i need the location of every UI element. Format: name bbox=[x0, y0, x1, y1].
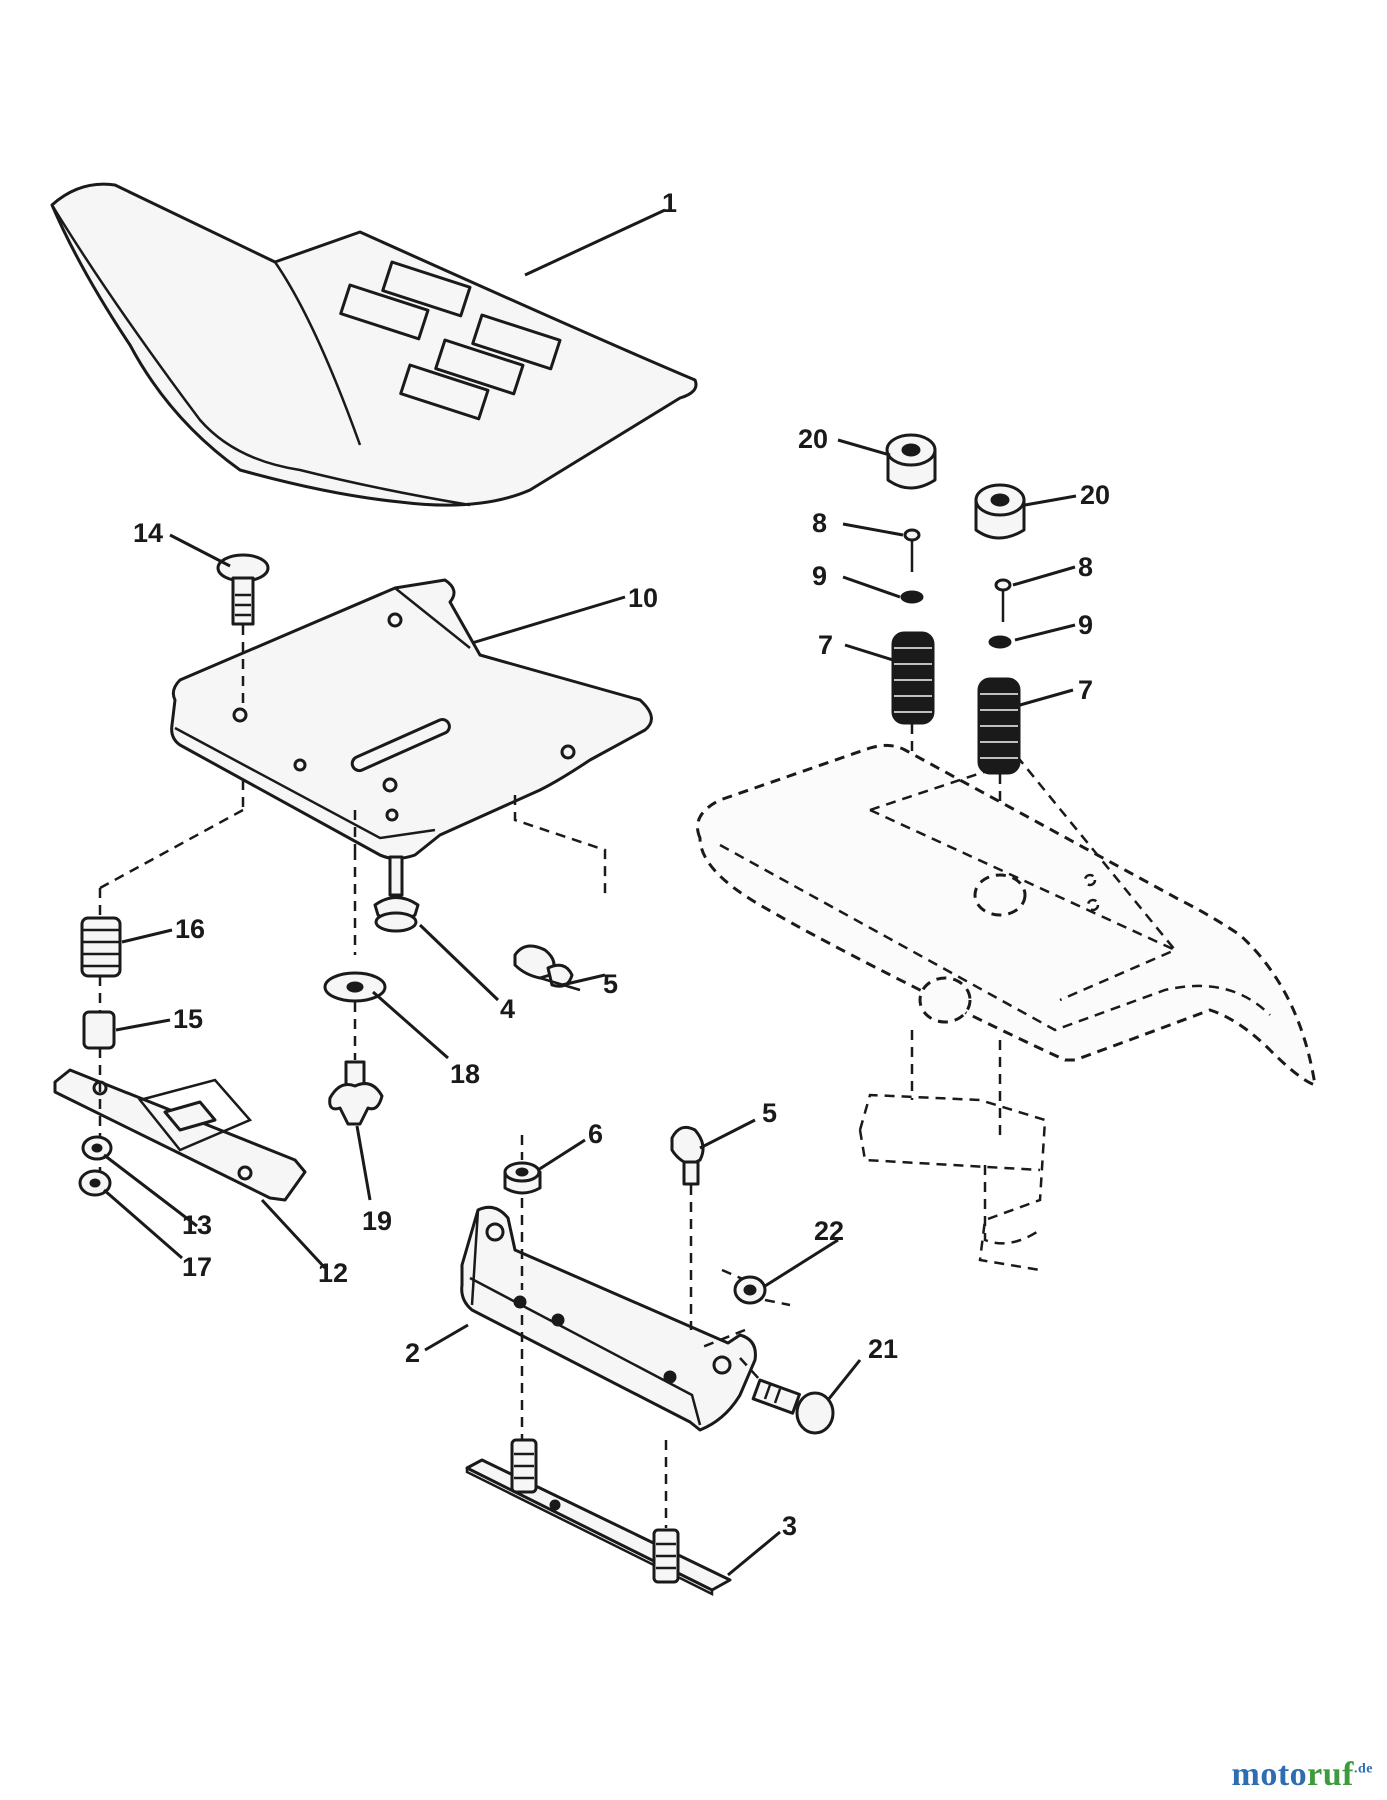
bushing bbox=[82, 1010, 116, 1050]
mounting-plate bbox=[465, 1438, 732, 1597]
callout-1: 1 bbox=[662, 188, 677, 218]
callout-22: 22 bbox=[814, 1216, 844, 1246]
callout-5b: 5 bbox=[762, 1098, 777, 1128]
leader-lines bbox=[103, 208, 1077, 1577]
callout-8a: 8 bbox=[812, 508, 827, 538]
flat-washer bbox=[323, 850, 387, 1060]
callout-2: 2 bbox=[405, 1338, 420, 1368]
callout-9b: 9 bbox=[1078, 610, 1093, 640]
callout-20a: 20 bbox=[798, 424, 828, 454]
adjustment-knob bbox=[328, 1060, 384, 1126]
callout-18: 18 bbox=[450, 1059, 480, 1089]
callout-6: 6 bbox=[588, 1119, 603, 1149]
pivot-bracket bbox=[460, 1205, 757, 1432]
callout-4: 4 bbox=[500, 994, 515, 1024]
watermark-part1: moto bbox=[1231, 1756, 1308, 1793]
callout-10: 10 bbox=[628, 583, 658, 613]
callout-19: 19 bbox=[362, 1206, 392, 1236]
hex-nut-6 bbox=[503, 1135, 542, 1440]
shoulder-bolt-21 bbox=[739, 1357, 835, 1435]
callout-13: 13 bbox=[182, 1210, 212, 1240]
spring-clip-upper bbox=[513, 795, 607, 992]
shoulder-bolt bbox=[353, 810, 420, 933]
callout-5a: 5 bbox=[603, 969, 618, 999]
motoruf-watermark: motoruf.de bbox=[1232, 1756, 1373, 1794]
seat-ventilation-slots bbox=[339, 260, 562, 421]
compression-spring-left bbox=[80, 780, 245, 1012]
washer-right bbox=[988, 635, 1012, 649]
seat-pan bbox=[170, 578, 653, 860]
callout-3: 3 bbox=[782, 1511, 797, 1541]
spacer-left bbox=[885, 433, 937, 490]
callout-labels: 1 20 20 8 8 9 9 7 7 14 10 16 15 4 5 18 1… bbox=[133, 188, 1110, 1541]
hex-nut bbox=[81, 1135, 113, 1161]
callout-8b: 8 bbox=[1078, 552, 1093, 582]
lock-washer bbox=[78, 1169, 112, 1197]
callout-14: 14 bbox=[133, 518, 163, 548]
extension-spring-right bbox=[977, 677, 1021, 870]
callout-12: 12 bbox=[318, 1258, 348, 1288]
spring-clip-lower bbox=[670, 1125, 705, 1330]
callout-9a: 9 bbox=[812, 561, 827, 591]
callout-21: 21 bbox=[868, 1334, 898, 1364]
callout-20b: 20 bbox=[1080, 480, 1110, 510]
screw-right bbox=[994, 578, 1012, 622]
callout-15: 15 bbox=[173, 1004, 203, 1034]
carriage-bolt bbox=[216, 553, 270, 710]
callout-7b: 7 bbox=[1078, 675, 1093, 705]
callout-16: 16 bbox=[175, 914, 205, 944]
spacer-right bbox=[974, 483, 1026, 540]
callout-17: 17 bbox=[182, 1252, 212, 1282]
washer-left bbox=[900, 590, 924, 604]
fender-outline bbox=[696, 743, 1317, 1272]
screw-left bbox=[903, 528, 921, 572]
watermark-tld: .de bbox=[1354, 1761, 1373, 1777]
watermark-part2: ruf bbox=[1307, 1756, 1354, 1793]
callout-7a: 7 bbox=[818, 630, 833, 660]
lock-nut-22 bbox=[699, 1268, 791, 1350]
seat bbox=[50, 182, 698, 507]
